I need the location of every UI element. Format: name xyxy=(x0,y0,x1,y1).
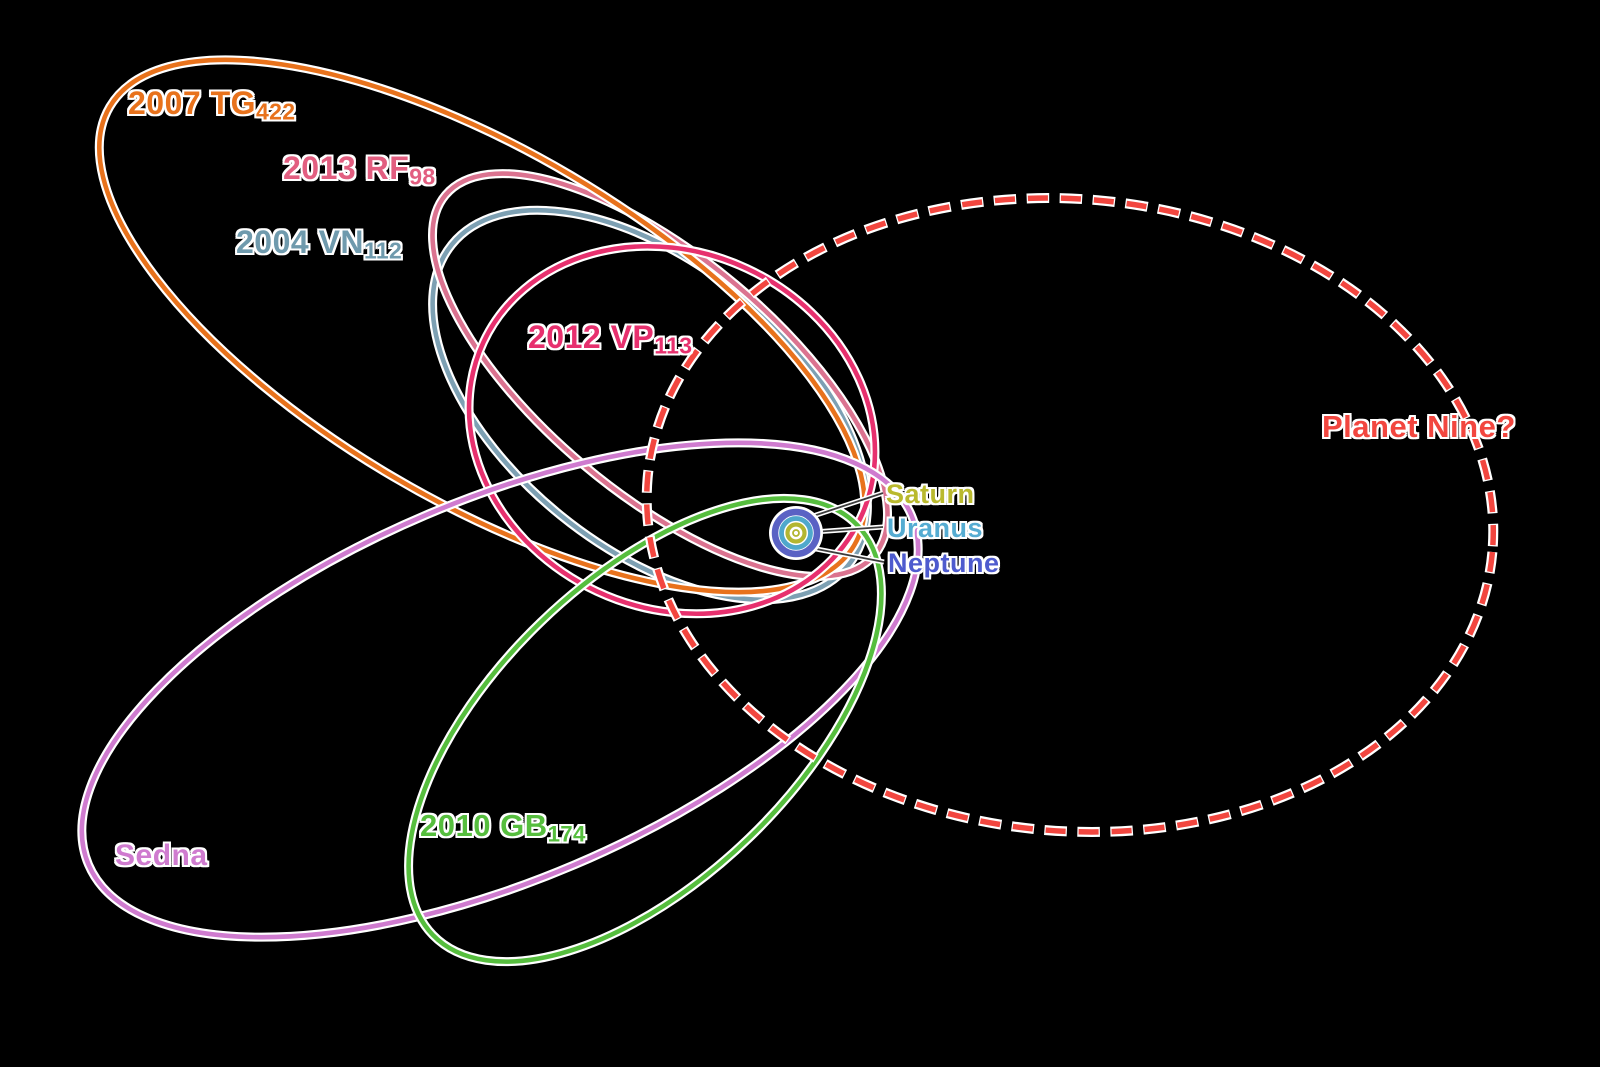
orbit-tg422 xyxy=(97,57,867,595)
orbit-planet9 xyxy=(643,195,1497,835)
label-planet9-main: Planet Nine? xyxy=(1322,409,1516,444)
label-uranus: Uranus xyxy=(887,514,983,542)
label-sedna: Sedna xyxy=(115,840,208,875)
label-gb174: 2010 GB174 xyxy=(420,808,586,847)
label-tg422-sub: 422 xyxy=(256,98,296,125)
label-neptune-main: Neptune xyxy=(888,548,1000,578)
label-planet9: Planet Nine? xyxy=(1322,409,1516,447)
orbit-vp113 xyxy=(466,243,878,617)
orbit-vn112 xyxy=(430,207,870,603)
label-vp113-main: 2012 VP xyxy=(528,319,655,355)
label-sedna-main: Sedna xyxy=(115,839,208,872)
uranus-orbit-ring xyxy=(779,516,813,550)
label-vp113-sub: 113 xyxy=(654,332,693,359)
label-saturn: Saturn xyxy=(886,480,975,508)
neptune-leader-line xyxy=(805,546,885,563)
label-gb174-sub: 174 xyxy=(547,821,586,847)
label-tg422-main: 2007 TG xyxy=(128,85,257,121)
label-vn112-main: 2004 VN xyxy=(236,224,365,260)
orbit-rf98 xyxy=(430,171,890,579)
orbit-sedna-halo xyxy=(77,438,923,942)
label-rf98-sub: 98 xyxy=(409,163,436,190)
label-saturn-main: Saturn xyxy=(886,479,975,509)
neptune-orbit-ring xyxy=(771,508,821,558)
label-vn112: 2004 VN112 xyxy=(236,224,403,264)
label-vn112-sub: 112 xyxy=(364,237,403,264)
label-gb174-main: 2010 GB xyxy=(420,808,548,843)
label-neptune: Neptune xyxy=(888,549,1000,577)
orbit-gb174 xyxy=(406,496,884,964)
label-tg422: 2007 TG422 xyxy=(128,85,296,125)
orbit-sedna xyxy=(79,440,921,940)
label-vp113: 2012 VP113 xyxy=(528,319,693,359)
inner-planets-ring xyxy=(792,529,800,537)
label-rf98: 2013 RF98 xyxy=(283,150,436,190)
orbit-vn112-halo xyxy=(428,205,872,605)
saturn-orbit-ring xyxy=(785,522,807,544)
label-uranus-main: Uranus xyxy=(887,513,984,543)
label-rf98-main: 2013 RF xyxy=(283,150,410,186)
